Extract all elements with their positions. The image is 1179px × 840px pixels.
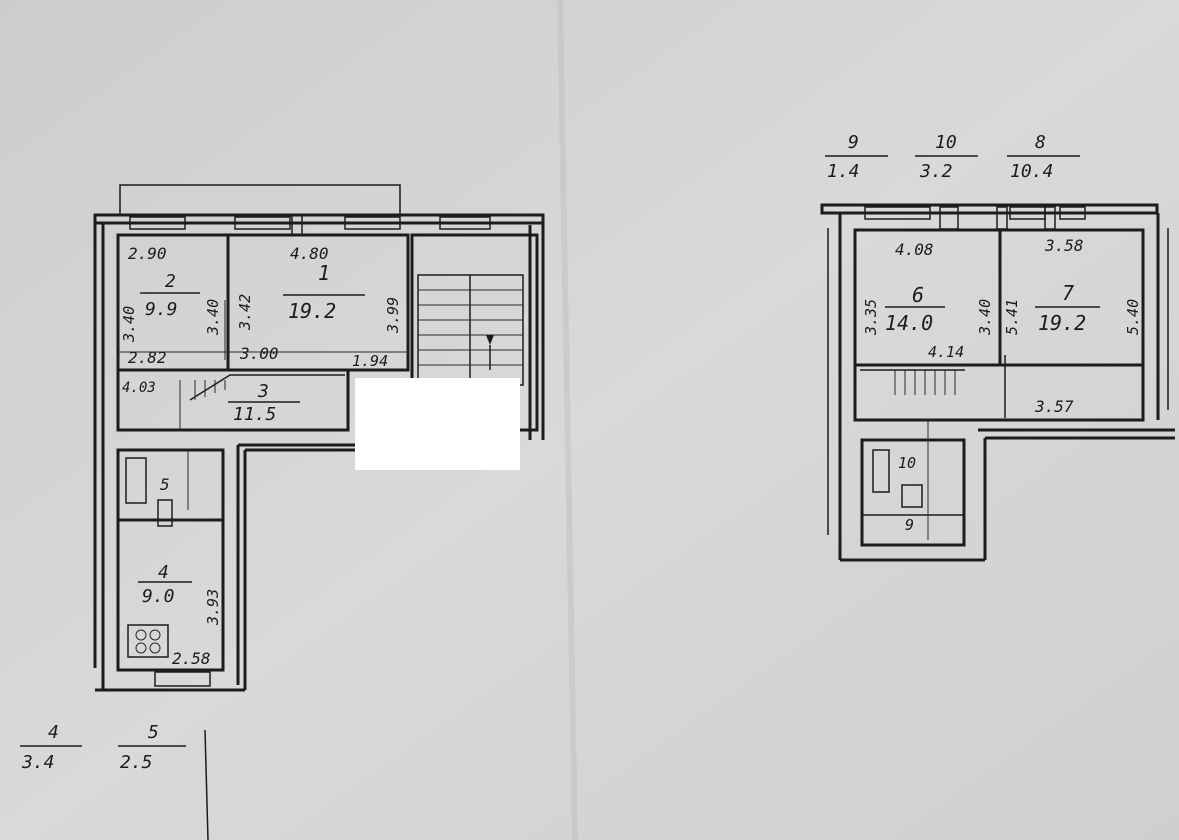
room-2-area: 9.9 [145,299,178,320]
dim-2-82: 2.82 [128,348,167,367]
dim-3-93: 3.93 [204,589,222,626]
legend-bottom: 4 3.4 5 2.5 [20,722,186,773]
room-6-area: 14.0 [885,311,933,335]
legend-bottom-number-2: 5 [148,722,159,743]
dim-3-40-left-wall: 3.40 [120,306,138,343]
room-4-area: 9.0 [142,586,175,607]
dim-4-14: 4.14 [928,343,964,361]
dim-4-08: 4.08 [895,240,934,259]
room-7-number: 7 [1062,281,1074,305]
room-2-number: 2 [165,271,176,292]
room-3-number: 3 [257,381,269,402]
dim-1-94: 1.94 [352,352,388,370]
left-floor-plan [93,184,545,692]
dim-3-99: 3.99 [384,297,402,334]
dim-5-40: 5.40 [1124,299,1142,335]
room-1-area: 19.2 [288,299,336,323]
legend-bottom-number-1: 4 [48,722,59,743]
legend-top-area-2: 3.2 [919,161,953,182]
dim-3-40-room-2: 3.40 [204,299,222,336]
right-floor-plan [820,203,1175,562]
room-10-number: 10 [898,454,916,472]
legend-top: 9 1.4 10 3.2 8 10.4 [825,132,1080,182]
dim-3-35: 3.35 [862,299,880,336]
dim-4-03: 4.03 [122,380,156,396]
dim-2-58: 2.58 [172,649,211,668]
dim-3-42: 3.42 [236,294,254,331]
dim-3-40-right: 3.40 [976,299,994,336]
legend-bottom-area-1: 3.4 [21,752,55,773]
room-4-number: 4 [158,562,169,583]
dim-5-41: 5.41 [1003,299,1021,335]
room-7-area: 19.2 [1038,311,1086,335]
room-6-number: 6 [912,283,924,307]
dim-3-58: 3.58 [1044,236,1084,255]
room-9-number: 9 [905,516,914,534]
legend-top-number-2: 10 [935,132,957,153]
legend-bottom-area-2: 2.5 [120,752,153,773]
legend-top-area-3: 10.4 [1010,161,1053,182]
room-5-number: 5 [160,475,170,494]
dim-3-57: 3.57 [1034,397,1074,416]
room-1-number: 1 [318,261,330,285]
dim-4-80: 4.80 [290,244,329,263]
dim-3-00: 3.00 [239,344,279,363]
dim-2-90: 2.90 [128,244,167,263]
room-3-area: 11.5 [233,404,276,425]
legend-top-number-1: 9 [848,132,859,153]
legend-top-number-3: 8 [1035,132,1046,153]
legend-top-area-1: 1.4 [827,161,860,182]
redaction-patch [355,378,520,470]
